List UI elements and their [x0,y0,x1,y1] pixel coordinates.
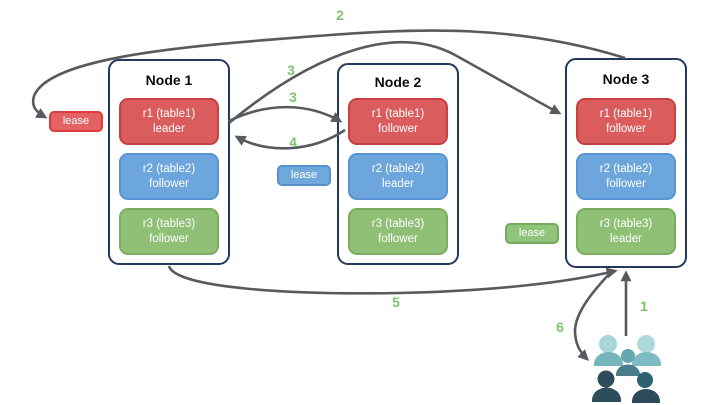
replica-range-label: r1 (table1) [371,107,425,120]
lease-badge-r3: lease [505,223,559,244]
step-label-4: 4 [289,134,297,150]
replica-r1: r1 (table1) follower [348,98,448,145]
arrow-step-5 [167,265,618,295]
replica-range-label: r2 (table2) [142,162,196,175]
step-label-3a: 3 [287,62,295,78]
replica-r1: r1 (table1) leader [119,98,219,145]
step-label-1: 1 [640,298,648,314]
replica-role-label: follower [149,232,189,245]
step-label-3b: 3 [289,89,297,105]
step-label-6: 6 [556,319,564,335]
replica-range-label: r3 (table3) [599,217,653,230]
step-label-2: 2 [336,7,344,23]
node-2-box: Node 2 r1 (table1) follower r2 (table2) … [337,63,459,265]
replica-role-label: follower [378,232,418,245]
replica-r2: r2 (table2) leader [348,153,448,200]
replica-r3: r3 (table3) follower [119,208,219,255]
replica-role-label: leader [153,122,185,135]
replica-role-label: follower [606,122,646,135]
replica-range-label: r2 (table2) [371,162,425,175]
replica-role-label: leader [610,232,642,245]
replica-role-label: follower [149,177,189,190]
node-title: Node 2 [374,73,422,90]
replica-range-label: r1 (table1) [142,107,196,120]
arrow-step-3-to-node2 [228,105,343,123]
replica-range-label: r3 (table3) [142,217,196,230]
lease-badge-r2: lease [277,165,331,186]
replica-r3: r3 (table3) follower [348,208,448,255]
arrow-step-6 [573,270,613,361]
node-title: Node 3 [602,71,650,87]
replica-range-label: r3 (table3) [371,217,425,230]
replica-role-label: follower [378,122,418,135]
node-1-title-area: Node 1 [110,61,228,98]
replica-r1: r1 (table1) follower [576,98,676,145]
replica-r2: r2 (table2) follower [576,153,676,200]
replica-r2: r2 (table2) follower [119,153,219,200]
node-1-box: Node 1 r1 (table1) leader r2 (table2) fo… [108,59,230,265]
replica-role-label: leader [382,177,414,190]
node-title: Node 1 [145,71,193,88]
users-group-icon [592,335,661,403]
replica-range-label: r1 (table1) [599,107,653,120]
node-2-title-area: Node 2 [339,65,457,98]
node-3-box: Node 3 r1 (table1) follower r2 (table2) … [565,58,687,268]
replica-role-label: follower [606,177,646,190]
lease-badge-r1: lease [49,111,103,132]
replica-range-label: r2 (table2) [599,162,653,175]
step-label-5: 5 [392,294,400,310]
node-3-title-area: Node 3 [567,60,685,98]
replica-r3: r3 (table3) leader [576,208,676,255]
